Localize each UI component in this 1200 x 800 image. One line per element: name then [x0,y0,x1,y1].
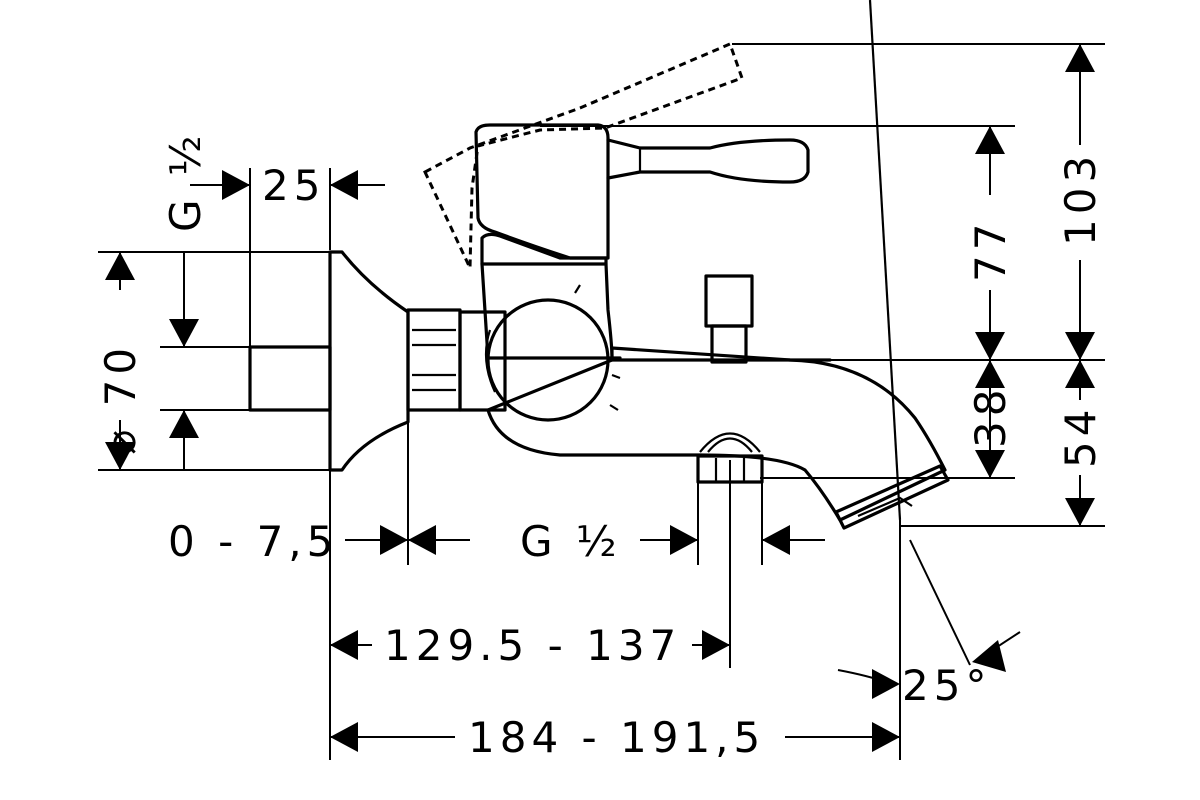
lever-open-position [423,41,744,269]
faucet-outline [248,0,950,530]
dim-thread-bottom-label: G ½ [520,517,622,566]
dim-flange-diameter-label: ⌀ 70 [96,343,145,455]
dim-outlet-offset-label: 25 [262,161,325,210]
dim-thread-top-label: G ½ [161,130,210,232]
dim-overall-length-label: 184 - 191,5 [468,713,765,762]
dim-centre-range-label: 129.5 - 137 [384,621,681,670]
arrowheads [105,44,1095,752]
dim-spout-drop-label: 38 [966,385,1015,448]
dim-spout-height-label: 54 [1056,405,1105,468]
dim-angle-label: 25° [902,661,991,710]
dim-wall-adjust-label: 0 - 7,5 [168,517,338,566]
dim-total-height-label: 103 [1056,151,1105,246]
dim-lever-height-label: 77 [966,219,1015,282]
